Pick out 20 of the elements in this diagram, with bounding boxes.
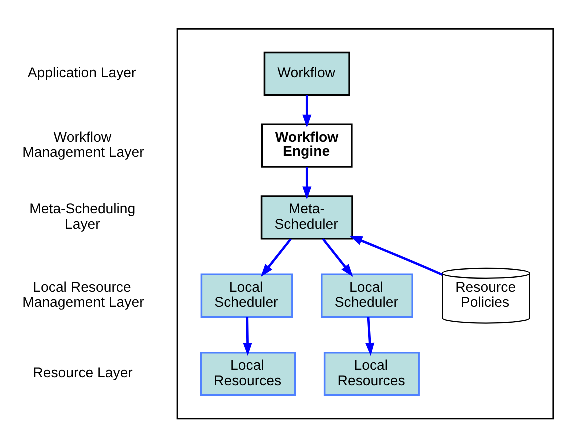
label: Application Layer <box>28 64 136 81</box>
arrow <box>243 317 252 356</box>
node-box: Local Resources <box>324 352 420 396</box>
arrow <box>260 238 292 278</box>
label: Meta-Scheduling Layer <box>30 200 136 232</box>
arrow <box>350 236 444 276</box>
node-box: Workflow Engine <box>261 124 353 168</box>
label: Workflow Management Layer <box>22 128 144 160</box>
label: Resource Layer <box>33 364 133 381</box>
arrow <box>302 95 312 128</box>
node-box: Local Resources <box>200 352 296 396</box>
node-box: Meta-Scheduler <box>260 196 354 240</box>
arrow <box>366 317 375 356</box>
arrow <box>302 167 312 200</box>
arrow <box>322 238 354 278</box>
cluster <box>176 28 554 420</box>
label: Local Resource Management Layer <box>22 278 144 310</box>
node-box: Local Scheduler <box>200 274 294 318</box>
node-box: Workflow <box>264 52 350 96</box>
node-box: Local Scheduler <box>321 274 414 318</box>
